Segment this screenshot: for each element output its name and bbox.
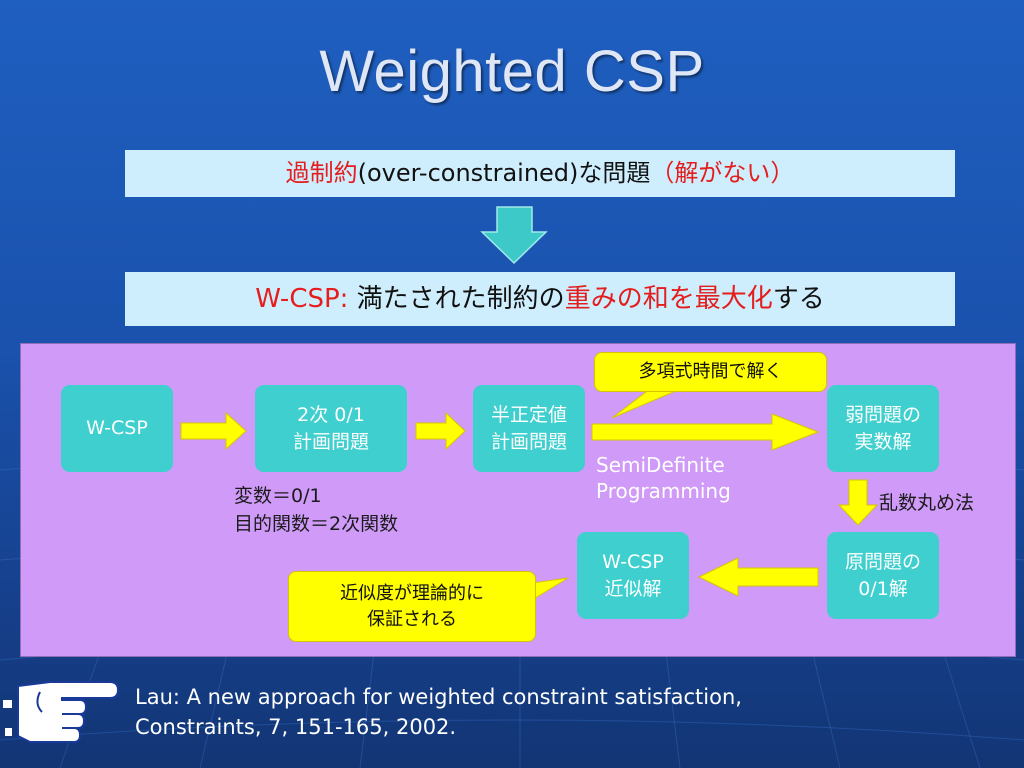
node-qp-line1: 2次 0/1 [297,403,365,426]
wcsp-definition-suffix: する [772,284,825,314]
sdp-english-label: SemiDefinite Programming [596,452,731,504]
node-wcsp: W-CSP [61,385,173,472]
guarantee-line2: 保証される [367,608,457,630]
node-original-line1: 原問題の [844,550,921,573]
node-approx-line1: W-CSP [602,550,664,573]
node-relaxed-real-solution: 弱問題の 実数解 [827,385,939,472]
node-sdp-line2: 計画問題 [490,430,567,453]
reference-line1: Lau: A new approach for weighted constra… [135,685,742,709]
reference-line2: Constraints, 7, 151-165, 2002. [135,715,457,739]
sdp-english-line1: SemiDefinite [596,453,725,477]
approximation-guarantee-callout: 近似度が理論的に 保証される [288,571,536,642]
maximize-weights-text: 重みの和を最大化 [564,284,773,314]
poly-time-callout: 多項式時間で解く [594,352,827,392]
wcsp-definition-bar: W-CSP: 満たされた制約の重みの和を最大化する [125,272,955,326]
wcsp-definition-text: 満たされた制約の [348,284,565,314]
node-quadratic-program: 2次 0/1 計画問題 [255,385,407,472]
node-semidefinite-program: 半正定値 計画問題 [473,385,585,472]
guarantee-line1: 近似度が理論的に [340,582,484,604]
reference-citation: Lau: A new approach for weighted constra… [135,682,742,742]
overconstrained-bar: 過制約(over-constrained)な問題（解がない） [125,150,955,197]
arrow-qp-to-sdp [415,411,466,451]
arrow-sdp-to-relaxed [591,413,820,451]
pointing-hand-icon [3,681,120,743]
arrow-original-to-approx [697,557,819,597]
rounding-note: 乱数丸め法 [879,492,975,514]
node-approx-line2: 近似解 [604,577,662,600]
poly-time-text: 多項式時間で解く [638,361,783,382]
arrow-wcsp-to-qp [180,411,247,451]
arrow-relaxed-to-original [837,479,879,526]
qp-notes: 変数＝0/1 目的関数＝2次関数 [234,482,398,538]
objective-note: 目的関数＝2次関数 [234,513,399,535]
overconstrained-term: 過制約 [285,159,358,187]
node-original-line2: 0/1解 [858,577,908,600]
overconstrained-text: (over-constrained)な問題 [357,159,651,187]
no-solution-text: （解がない） [650,159,795,187]
node-wcsp-approximate-solution: W-CSP 近似解 [577,532,689,619]
node-sdp-line1: 半正定値 [490,403,567,426]
node-relaxed-line2: 実数解 [854,430,912,453]
wcsp-term: W-CSP: [255,284,349,314]
node-qp-line2: 計画問題 [292,430,369,453]
node-wcsp-label: W-CSP [86,417,148,439]
down-arrow-icon [480,206,548,265]
node-relaxed-line1: 弱問題の [844,403,921,426]
node-original-binary-solution: 原問題の 0/1解 [827,532,939,619]
sdp-english-line2: Programming [596,479,731,503]
slide-title: Weighted CSP [319,39,705,104]
variables-note: 変数＝0/1 [234,485,322,507]
